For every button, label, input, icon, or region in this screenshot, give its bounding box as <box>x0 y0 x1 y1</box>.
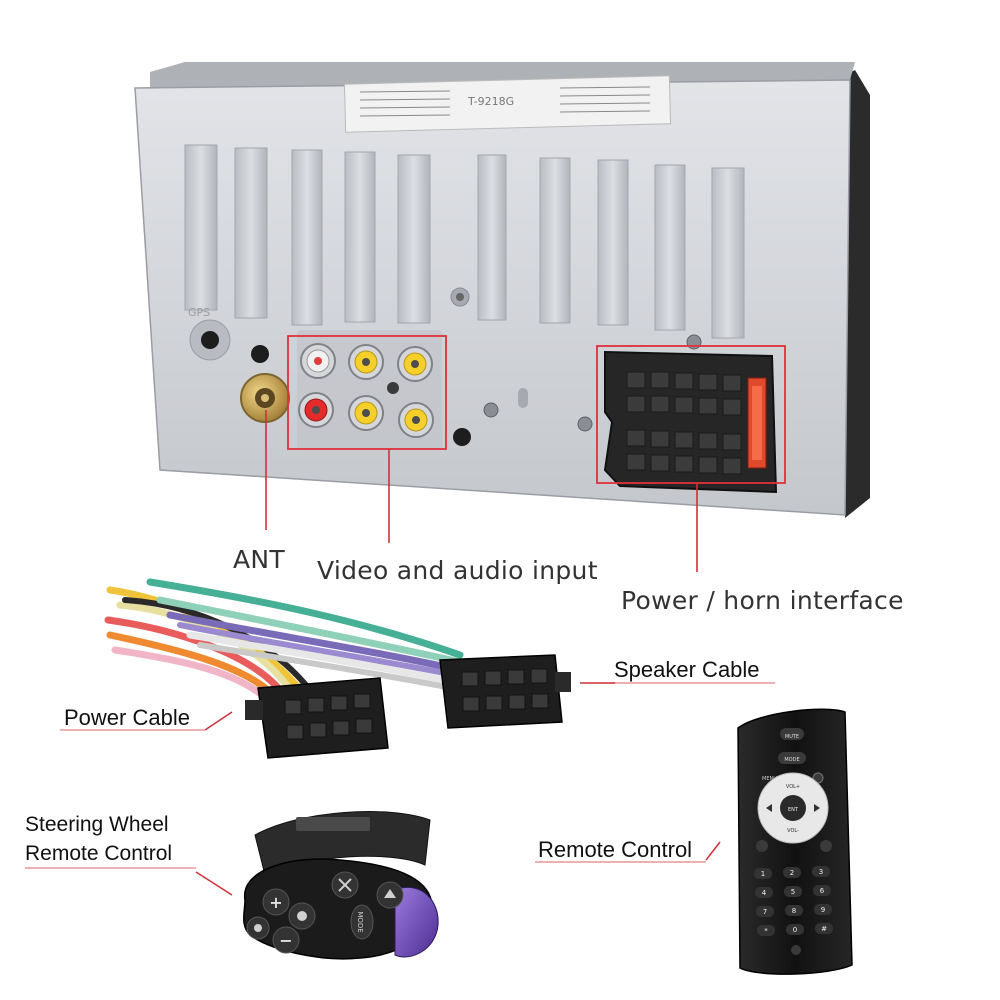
rca-center-screw <box>387 382 399 394</box>
remote-mode-button: MODE <box>778 752 806 764</box>
wire-harness <box>104 578 464 699</box>
remote-keypad: 1 2 3 4 5 6 7 8 9 * 0 # <box>754 866 833 936</box>
sticker-code: T-9218G <box>467 95 514 108</box>
power-horn-interface-label: Power / horn interface <box>621 586 904 615</box>
svg-text:MODE: MODE <box>356 911 364 932</box>
steering-label-line2: Remote Control <box>25 842 173 865</box>
svg-text:−: − <box>279 931 292 950</box>
remote-control-label: Remote Control <box>538 837 693 862</box>
svg-text:ENT: ENT <box>788 807 799 813</box>
svg-text:+: + <box>269 893 282 912</box>
slot <box>518 388 528 408</box>
svg-text:4: 4 <box>762 889 767 897</box>
svg-text:MODE: MODE <box>784 757 799 763</box>
highlight-box-power <box>596 345 786 484</box>
remote-call-button <box>756 840 768 852</box>
screw <box>483 402 499 418</box>
rca-jack-top-yellow-2 <box>397 346 433 382</box>
steering-mute-button <box>331 871 359 899</box>
svg-text:#: # <box>821 925 827 933</box>
power-cable-plug <box>245 677 389 759</box>
steering-mode-button: MODE <box>350 904 374 940</box>
rca-jack-top-white <box>300 343 336 379</box>
steering-label-line1: Steering Wheel <box>25 813 169 836</box>
spec-sticker: T-9218G <box>343 75 672 133</box>
gps-label: GPS <box>188 306 210 319</box>
gps-port: GPS <box>188 306 231 361</box>
svg-text:0: 0 <box>793 926 797 934</box>
svg-text:8: 8 <box>792 907 796 915</box>
screw <box>577 416 593 432</box>
svg-text:VOL-: VOL- <box>787 828 799 834</box>
svg-text:7: 7 <box>763 908 767 916</box>
rca-jack-bottom-red <box>298 392 334 428</box>
callout-line-remote <box>705 841 721 861</box>
svg-text:1: 1 <box>761 870 765 878</box>
speaker-cable-label: Speaker Cable <box>614 657 760 682</box>
rca-jacks <box>297 330 442 450</box>
steering-nav-button <box>376 881 404 909</box>
highlight-box-av-input <box>287 335 447 450</box>
steering-call-button <box>246 916 270 940</box>
svg-text:2: 2 <box>790 869 794 877</box>
steering-next-button <box>288 902 316 930</box>
remote-hangup-button <box>820 840 832 852</box>
rca-jack-bottom-yellow-1 <box>348 395 384 431</box>
ir-remote-control: MUTE MODE MENU ENT VOL+ VOL- 1 2 3 4 5 6 <box>737 708 853 975</box>
rca-jack-top-yellow-1 <box>348 344 384 380</box>
svg-text:VOL+: VOL+ <box>786 784 800 790</box>
speaker-cable-plug <box>439 654 571 729</box>
power-cable-label: Power Cable <box>64 705 190 730</box>
steering-wheel-remote-label: Steering Wheel Remote Control <box>25 810 172 868</box>
svg-text:6: 6 <box>820 887 825 895</box>
iso-connector-socket <box>603 350 778 494</box>
svg-text:3: 3 <box>819 868 823 876</box>
steering-plus-button: + <box>262 888 290 916</box>
svg-text:*: * <box>764 927 768 935</box>
svg-text:MUTE: MUTE <box>785 734 799 740</box>
svg-text:5: 5 <box>791 888 795 896</box>
callout-line-power-cable <box>204 711 233 731</box>
rca-jack-bottom-yellow-2 <box>398 402 434 438</box>
aux-hole <box>453 428 471 446</box>
remote-menu-label: MENU <box>762 776 777 782</box>
unit-front-bezel <box>845 70 870 518</box>
steering-minus-button: − <box>272 926 300 954</box>
svg-text:9: 9 <box>821 906 825 914</box>
ant-label: ANT <box>233 545 285 574</box>
mic-hole <box>251 345 269 363</box>
remote-bottom-button <box>791 945 801 955</box>
head-unit: T-9218G GPS <box>134 62 870 518</box>
callout-line-steering <box>195 871 233 896</box>
remote-mute-button: MUTE <box>780 728 804 740</box>
cooling-fins <box>184 144 745 339</box>
steering-wheel-remote: + − MODE <box>243 811 439 960</box>
video-audio-input-label: Video and audio input <box>317 556 598 585</box>
remote-dpad: ENT VOL+ VOL- <box>757 772 829 844</box>
antenna-port <box>240 373 290 423</box>
